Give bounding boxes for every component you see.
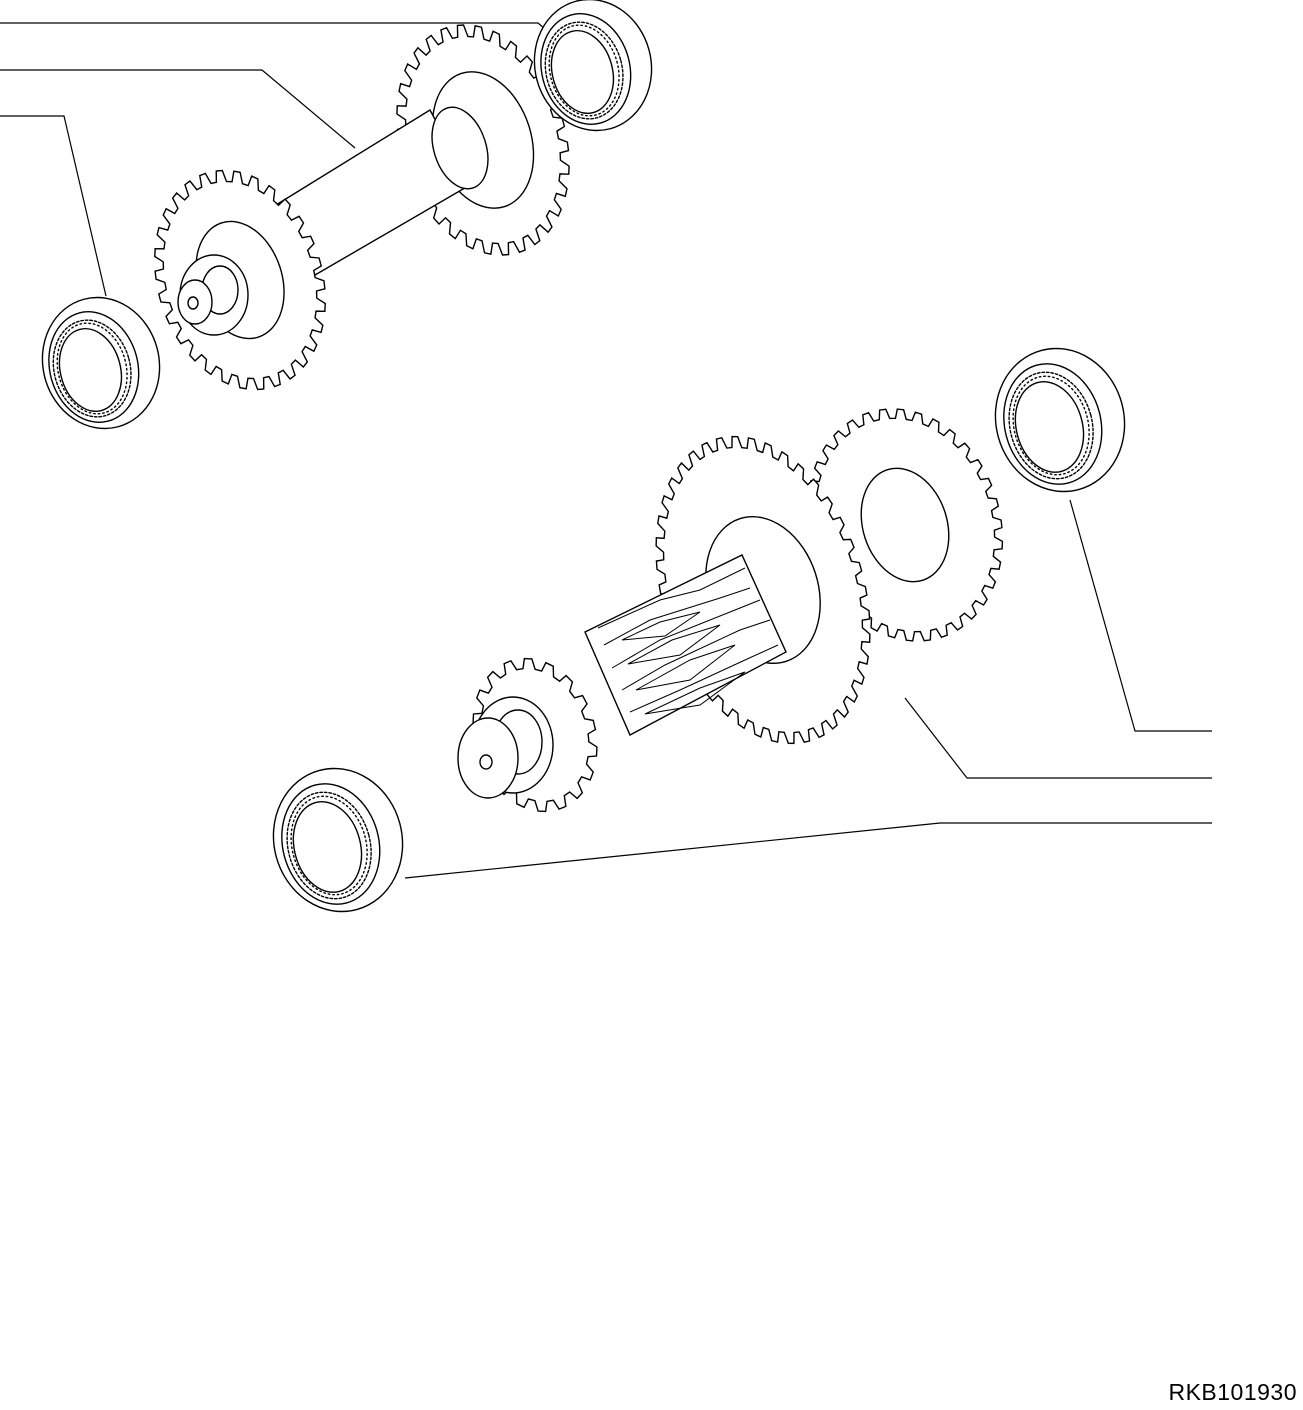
drawing-id-label: RKB101930 — [1168, 1379, 1297, 1405]
upper-shaft — [275, 106, 489, 276]
lower-gear-cluster — [272, 347, 1126, 913]
leader-line-upper-shaft — [0, 69, 356, 149]
leader-line-left-bearing — [0, 115, 107, 297]
leader-line-lower-bearing — [404, 822, 1212, 879]
bearing-left — [41, 296, 161, 430]
bearing-lower — [272, 767, 404, 913]
bearing-right — [994, 347, 1126, 493]
bearing-top-right — [533, 0, 653, 132]
leader-line-right-bearing — [1069, 499, 1212, 732]
spline-shaft — [584, 554, 787, 736]
leader-line-gear-cluster — [904, 697, 1212, 779]
lower-shaft-end — [457, 696, 554, 799]
upper-shaft-assembly — [41, 0, 653, 430]
upper-shaft-end — [177, 254, 249, 336]
